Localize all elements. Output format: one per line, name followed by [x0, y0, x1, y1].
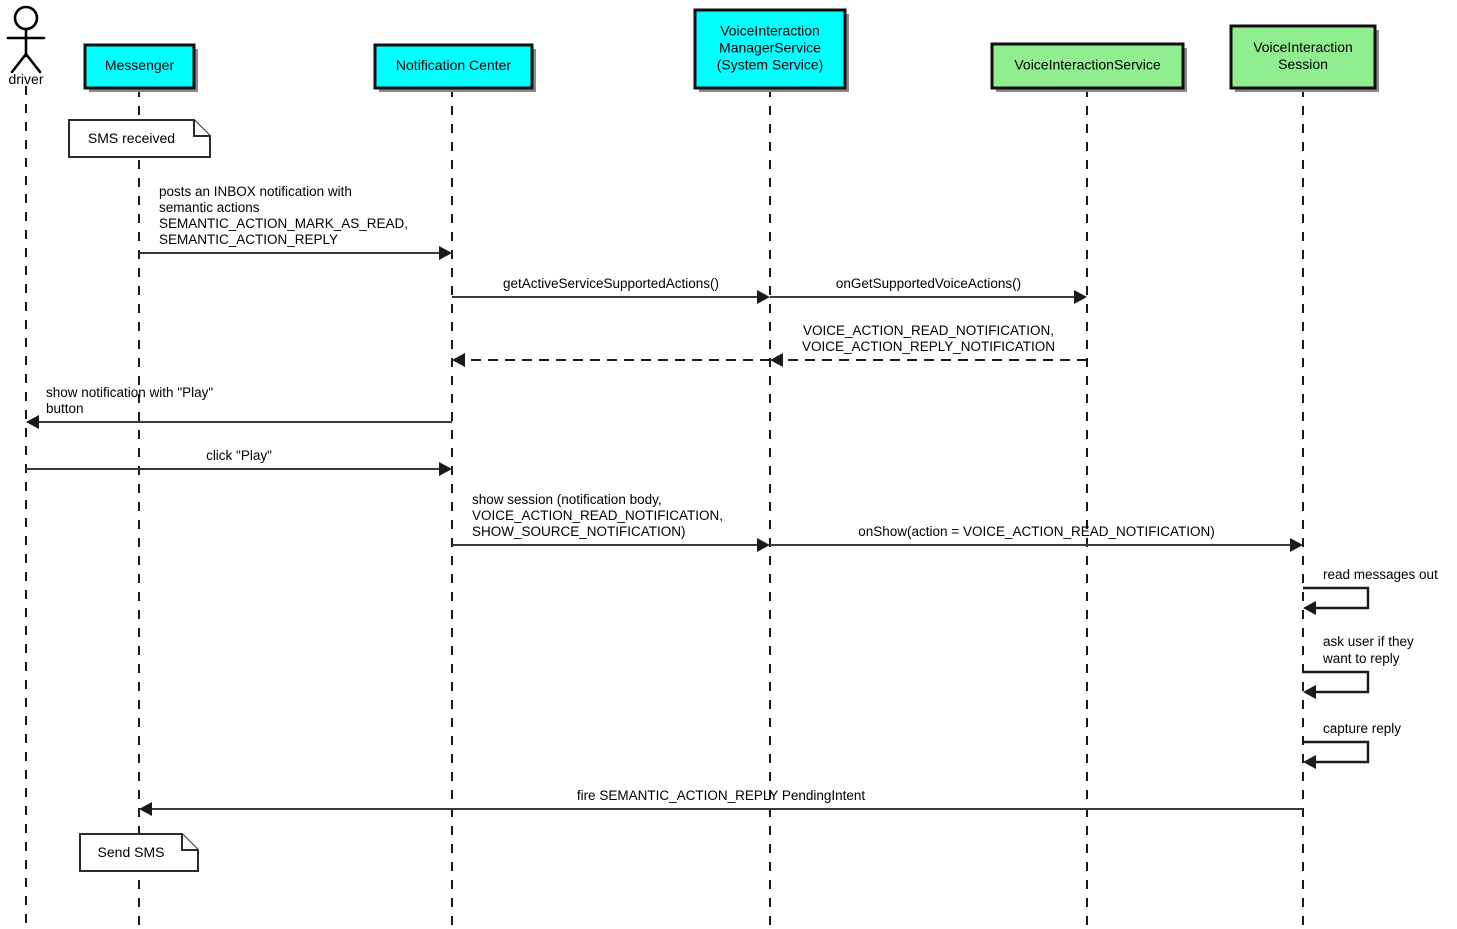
- actor-leg-right-icon: [24, 52, 42, 74]
- self-call-selfcall-ask-user-if-they-want-to-reply: ask user if they want to reply: [1303, 634, 1414, 699]
- message-label: show notification with "Play": [46, 385, 213, 400]
- participant-label: Notification Center: [396, 57, 512, 73]
- message-label: SHOW_SOURCE_NOTIFICATION): [472, 524, 686, 539]
- note-fold-corner-icon: [193, 120, 210, 137]
- message-label: onGetSupportedVoiceActions(): [836, 276, 1021, 291]
- message-arrowhead-icon: [26, 415, 39, 429]
- participant-label: (System Service): [717, 57, 824, 73]
- participant-box[interactable]: [990, 42, 1185, 90]
- participant-label: VoiceInteraction: [1253, 39, 1353, 55]
- note-note-send-sms: Send SMS: [79, 833, 199, 872]
- self-call-arrowhead-icon: [1303, 685, 1316, 699]
- self-call-label: want to reply: [1322, 651, 1400, 666]
- message-label: semantic actions: [159, 200, 260, 215]
- participant-box[interactable]: [1229, 24, 1377, 90]
- message-arrowhead-icon: [1074, 290, 1087, 304]
- self-call-line: [1303, 670, 1370, 694]
- self-call-selfcall-read-messages-out: read messages out: [1303, 567, 1438, 615]
- note-label: SMS received: [88, 130, 175, 146]
- message-label: SEMANTIC_ACTION_MARK_AS_READ,: [159, 216, 408, 231]
- message-msg-post-inbox-notification: posts an INBOX notification withsemantic…: [139, 184, 452, 260]
- message-label: onShow(action = VOICE_ACTION_READ_NOTIFI…: [858, 524, 1214, 539]
- self-calls-layer: read messages out ask user if they want to…: [1303, 567, 1438, 769]
- message-arrowhead-icon: [452, 353, 465, 367]
- message-label: fire SEMANTIC_ACTION_REPLY PendingIntent: [577, 788, 866, 803]
- message-msg-click-play: click "Play": [26, 448, 452, 476]
- message-msg-show-notification-with-play-button: show notification with "Play"button: [26, 385, 452, 429]
- participant-label: Messenger: [105, 57, 175, 73]
- message-arrowhead-icon: [1290, 538, 1303, 552]
- participant-messenger[interactable]: Messenger: [83, 43, 198, 92]
- note-fold-corner-icon: [181, 834, 198, 851]
- participant-label: VoiceInteraction: [720, 23, 820, 39]
- message-label: button: [46, 401, 84, 416]
- participant-box[interactable]: [693, 8, 847, 90]
- message-label: VOICE_ACTION_READ_NOTIFICATION,: [803, 323, 1054, 338]
- message-msg-fire-semantic-action-reply-pending-intent: fire SEMANTIC_ACTION_REPLY PendingIntent: [139, 788, 1303, 816]
- self-call-line: [1303, 740, 1370, 764]
- message-msg-show-session: show session (notification body,VOICE_AC…: [452, 492, 770, 552]
- participant-box[interactable]: [373, 43, 534, 90]
- self-call-arrowhead-icon: [1303, 601, 1316, 615]
- message-msg-on-get-supported-voice-actions: onGetSupportedVoiceActions(): [770, 276, 1087, 304]
- participant-label: ManagerService: [719, 40, 821, 56]
- messages-layer: posts an INBOX notification withsemantic…: [26, 184, 1303, 816]
- participant-label: Session: [1278, 56, 1328, 72]
- lifelines-layer: [25, 86, 1304, 929]
- message-msg-return-voice-actions-to-notification-center: [452, 353, 770, 367]
- actor-driver[interactable]: driver: [6, 5, 46, 87]
- message-label: SEMANTIC_ACTION_REPLY: [159, 232, 338, 247]
- message-label: posts an INBOX notification with: [159, 184, 352, 199]
- note-label: Send SMS: [98, 844, 165, 860]
- message-msg-on-show: onShow(action = VOICE_ACTION_READ_NOTIFI…: [770, 524, 1303, 552]
- participant-box[interactable]: [83, 43, 196, 90]
- message-msg-get-active-service-supported-actions: getActiveServiceSupportedActions(): [452, 276, 770, 304]
- actors-layer: driver: [6, 5, 46, 87]
- actor-head-icon: [13, 5, 39, 31]
- self-call-line: [1303, 586, 1370, 610]
- participant-voice-interaction-service[interactable]: VoiceInteractionService: [990, 42, 1187, 92]
- message-arrowhead-icon: [757, 290, 770, 304]
- self-call-label: read messages out: [1323, 567, 1438, 582]
- message-label: VOICE_ACTION_READ_NOTIFICATION,: [472, 508, 723, 523]
- message-label: click "Play": [206, 448, 272, 463]
- message-label: getActiveServiceSupportedActions(): [503, 276, 719, 291]
- message-arrowhead-icon: [439, 246, 452, 260]
- participants-layer: Messenger Notification Center VoiceInterac…: [83, 8, 1379, 92]
- self-call-arrowhead-icon: [1303, 755, 1316, 769]
- message-label: show session (notification body,: [472, 492, 662, 507]
- note-body: [68, 119, 211, 158]
- note-note-sms-received: SMS received: [68, 119, 211, 158]
- self-call-label: ask user if they: [1323, 634, 1414, 649]
- message-arrowhead-icon: [770, 353, 783, 367]
- actor-label: driver: [8, 71, 43, 87]
- message-arrowhead-icon: [139, 802, 152, 816]
- participant-notification-center[interactable]: Notification Center: [373, 43, 536, 92]
- message-arrowhead-icon: [757, 538, 770, 552]
- message-msg-return-voice-actions-to-manager: VOICE_ACTION_READ_NOTIFICATION,VOICE_ACT…: [770, 323, 1087, 367]
- message-label: VOICE_ACTION_REPLY_NOTIFICATION: [802, 339, 1055, 354]
- message-arrowhead-icon: [439, 462, 452, 476]
- note-body: [79, 833, 199, 872]
- self-call-selfcall-capture-reply: capture reply: [1303, 721, 1401, 769]
- self-call-label: capture reply: [1323, 721, 1401, 736]
- actor-leg-left-icon: [10, 52, 28, 74]
- participant-label: VoiceInteractionService: [1014, 57, 1161, 73]
